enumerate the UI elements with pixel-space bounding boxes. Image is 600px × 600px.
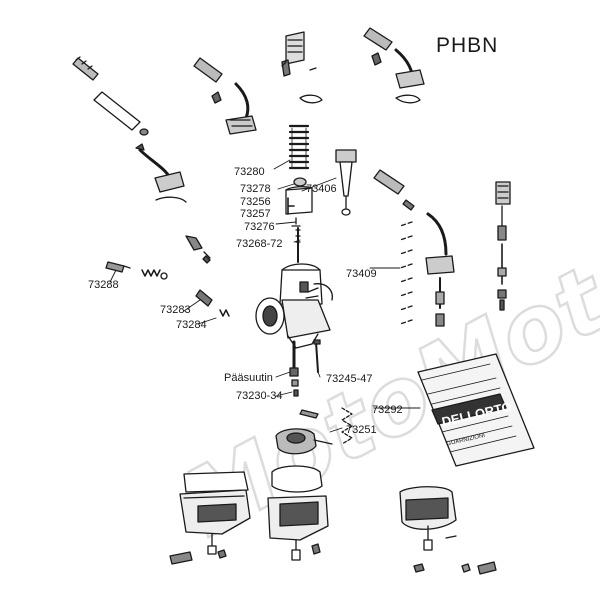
choke-plunger [335,149,357,216]
label-73256: 73256 [240,196,271,208]
throttle-grip-right [363,27,425,104]
label-73276: 73276 [244,221,275,233]
label-73230-34: 73230-34 [236,390,283,402]
idle-jet [313,339,321,373]
label-73280: 73280 [234,166,265,178]
needle [295,227,301,263]
label-73284: 73284 [176,319,207,331]
label-73283: 73283 [160,304,191,316]
label-73278: 73278 [240,183,271,195]
bracket-line [287,197,295,215]
idle-spring [141,269,168,280]
carburetor-body [255,263,333,349]
float-needle [299,409,319,419]
air-screw [185,235,211,264]
choke-cable-assembly [373,169,455,327]
float-bowl-right [399,486,497,575]
label-73245-47: 73245-47 [326,373,373,385]
label-73257: 73257 [240,208,271,220]
slide-spring [288,124,310,170]
throttle-grip-middle [193,57,257,135]
adjust-screw [195,289,230,317]
float-bowl-middle [267,465,329,561]
float [275,428,333,455]
throttle-grip-left [72,56,187,203]
label-73292: 73292 [372,404,403,416]
throttle-top-center [281,31,323,104]
bracket-73251 [341,407,353,445]
gasket-packet [417,353,535,467]
label-73288: 73288 [88,279,119,291]
label-73251: 73251 [346,424,377,436]
choke-cable-dash [399,221,413,325]
throttle-slide [285,177,313,227]
label-73409: 73409 [346,268,377,280]
main-jet-holder [289,340,299,397]
label-73268-72: 73268-72 [236,238,283,250]
label-73406: 73406 [306,183,337,195]
cable-adjuster-right [495,181,511,311]
leader-lines [109,159,421,433]
label-paasuutin: Pääsuutin [224,372,273,384]
diagram-title: PHBN [436,34,499,57]
float-bowl-left [169,471,251,565]
idle-screw [105,261,131,273]
